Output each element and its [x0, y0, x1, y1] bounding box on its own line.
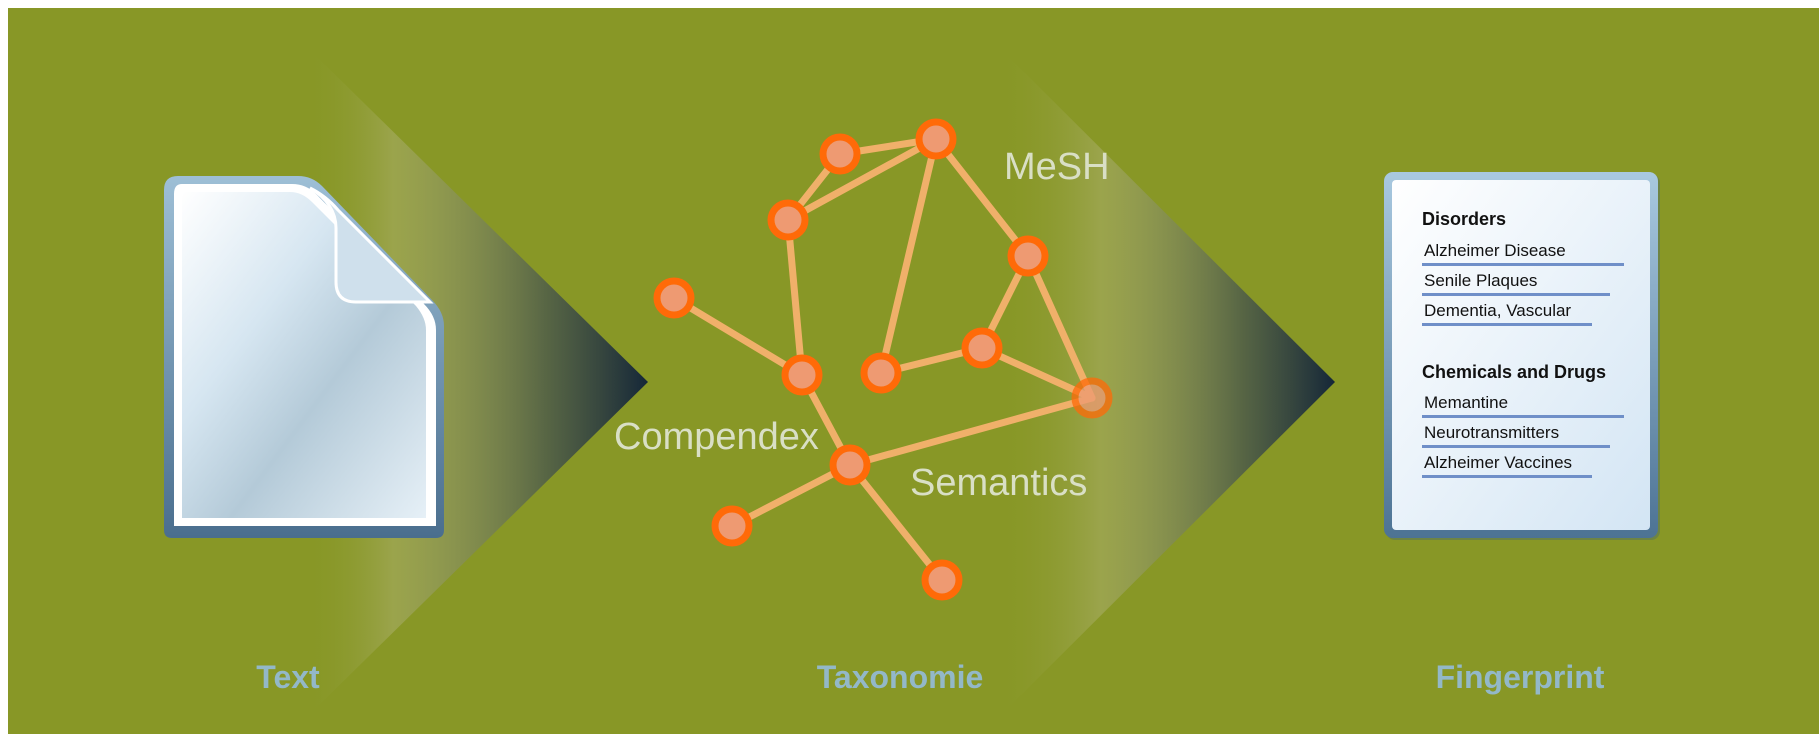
- network-node-n10: [829, 444, 871, 486]
- network-node-n1: [819, 133, 861, 175]
- network-edge-n10-n11: [728, 461, 854, 530]
- network-edge-n4-n6: [670, 294, 806, 379]
- network-nodes: [653, 118, 1113, 601]
- network-node-n7: [860, 352, 902, 394]
- network-node-n6: [781, 354, 823, 396]
- compendex-label: Compendex: [614, 416, 819, 458]
- network-node-n11: [711, 505, 753, 547]
- mesh-label: MeSH: [1004, 146, 1110, 188]
- term-alzheimer-disease: Alzheimer Disease: [1422, 241, 1624, 266]
- network-node-n9: [1071, 377, 1113, 419]
- network-node-n4: [653, 277, 695, 319]
- fingerprint-content: Disorders Alzheimer Disease Senile Plaqu…: [1390, 178, 1652, 529]
- network-edge-n5-n9: [1024, 252, 1096, 402]
- stage-label-fingerprint: Fingerprint: [1435, 659, 1605, 695]
- term-dementia-vascular: Dementia, Vascular: [1422, 301, 1592, 326]
- network-edge-n10-n9: [846, 394, 1096, 469]
- section-disorders-title: Disorders: [1422, 209, 1507, 229]
- network-edge-n3-n2: [784, 135, 940, 224]
- semantics-label: Semantics: [910, 462, 1088, 504]
- network-node-n2: [915, 118, 957, 160]
- network-edge-n2-n5: [932, 135, 1032, 260]
- term-senile-plaques: Senile Plaques: [1422, 271, 1610, 296]
- term-neurotransmitters: Neurotransmitters: [1422, 423, 1610, 448]
- network-edge-n3-n6: [784, 216, 806, 379]
- network-edge-n10-n12: [846, 461, 946, 584]
- section-chemicals-title: Chemicals and Drugs: [1422, 362, 1607, 382]
- chevron-arrow-1: [308, 48, 648, 716]
- network-node-n5: [1007, 235, 1049, 277]
- term-memantine: Memantine: [1422, 393, 1624, 418]
- document-icon: [164, 176, 444, 538]
- stage-label-text: Text: [256, 659, 320, 695]
- term-alzheimer-vaccines: Alzheimer Vaccines: [1422, 453, 1592, 478]
- chevron-arrow-2: [1000, 48, 1335, 716]
- network-node-n12: [921, 559, 963, 601]
- network-node-n3: [767, 199, 809, 241]
- network-node-n8: [961, 327, 1003, 369]
- stage-label-taxonomie: Taxonomie: [816, 659, 984, 695]
- network-edge-n2-n7: [877, 135, 940, 377]
